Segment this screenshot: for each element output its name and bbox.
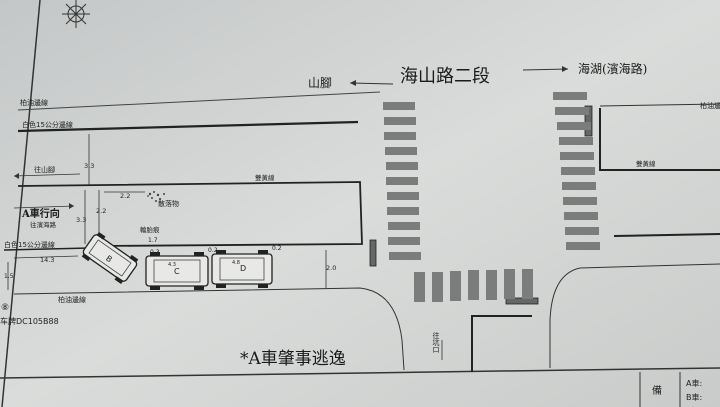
traffic-signal-top <box>584 105 593 137</box>
tire-mark-label: 輪胎痕 <box>140 225 160 234</box>
dimension-arrows <box>7 134 327 290</box>
direction-right-label: 海湖(濱海路) <box>578 61 647 76</box>
measure-2-2-a: 2.2 <box>120 192 130 200</box>
asphalt-edge-right <box>599 103 720 107</box>
curb-right <box>549 263 720 368</box>
asphalt-edge-bottom <box>13 287 405 371</box>
direction-left-label: 山腳 <box>308 76 332 90</box>
double-yellow-label-left: 雙黃線 <box>255 173 275 182</box>
vehicle-c-measure: 4.3 <box>168 262 176 268</box>
measure-0-2-a: 0.2 <box>208 247 218 254</box>
crosswalk-bottom <box>414 269 533 302</box>
arrow-right-icon <box>562 66 568 72</box>
page-border-left <box>1 0 41 407</box>
vehicle-c: C 4.3 <box>145 252 209 290</box>
measure-0-2-b: 0.2 <box>272 245 282 252</box>
measure-1-7: 1.7 <box>148 237 158 244</box>
white-line-bottom <box>3 247 91 251</box>
code-label: DC105B88 <box>16 317 59 326</box>
hit-and-run-note: *A車肇事逃逸 <box>240 349 346 369</box>
white-line-top <box>17 120 359 133</box>
measure-14-3: 14.3 <box>40 256 54 264</box>
asphalt-edge-top <box>17 91 381 111</box>
legend-row-a: A車: <box>686 378 702 388</box>
vehicle-d-measure: 4.8 <box>232 260 240 266</box>
arrow-to-shanjiao-icon <box>14 173 19 179</box>
vehicle-d-label: D <box>240 264 246 273</box>
double-yellow-line-right <box>599 108 720 171</box>
arrow-left-line <box>349 82 394 85</box>
vehicle-b: B <box>81 231 139 285</box>
double-yellow-line-left <box>17 181 363 247</box>
north-arrow-icon <box>62 0 90 28</box>
measure-3-3-a: 3.3 <box>84 162 94 170</box>
vehicle-b-label: B <box>104 254 114 265</box>
vehicle-d: D 4.8 <box>211 250 273 288</box>
traffic-signal-left <box>369 239 377 267</box>
debris-marks <box>147 191 165 202</box>
lane-line-right <box>613 233 720 237</box>
to-shanjiao-label: 往山腳 <box>34 165 55 174</box>
code-prefix: 车牌 <box>0 316 16 326</box>
arrow-a-car-line <box>13 205 75 209</box>
arrow-right-line <box>522 68 569 71</box>
measure-1-5: 1.5 <box>4 273 14 280</box>
legend-row-b: B車: <box>686 392 702 402</box>
page-border-bottom <box>0 367 720 379</box>
arrow-to-shanjiao-line <box>13 173 81 177</box>
white-line-bottom-label: 白色15公分邊線 <box>4 240 55 249</box>
double-yellow-label-right: 雙黃線 <box>636 159 656 168</box>
crosswalk-right <box>553 92 600 250</box>
measure-2-2-b: 2.2 <box>96 207 106 215</box>
white-line-top-label: 白色15公分邊線 <box>22 120 73 129</box>
debris-label: 散落物 <box>158 199 179 208</box>
arrow-a-car-icon <box>69 203 74 209</box>
road-main-name: 海山路二段 <box>400 66 490 87</box>
down-direction-label: 往坑口 <box>432 331 440 353</box>
asphalt-edge-top-label: 柏油邊線 <box>20 98 48 107</box>
asphalt-edge-bottom-label: 柏油邊線 <box>58 295 86 304</box>
measure-3-3-b: 3.3 <box>76 216 86 224</box>
a-car-direction-title: A車行向 <box>21 207 60 220</box>
crosswalk-left <box>383 102 421 260</box>
measure-2-0: 2.0 <box>326 264 336 272</box>
asphalt-edge-right-label: 柏油邊 <box>700 101 720 110</box>
vehicle-c-label: C <box>174 267 180 276</box>
legend-heading: 備 <box>652 384 662 397</box>
point-marker: ⑧ <box>1 303 9 313</box>
arrow-left-icon <box>350 80 356 86</box>
a-car-direction-sub: 往濱海路 <box>30 220 57 229</box>
side-road-line <box>471 315 532 372</box>
